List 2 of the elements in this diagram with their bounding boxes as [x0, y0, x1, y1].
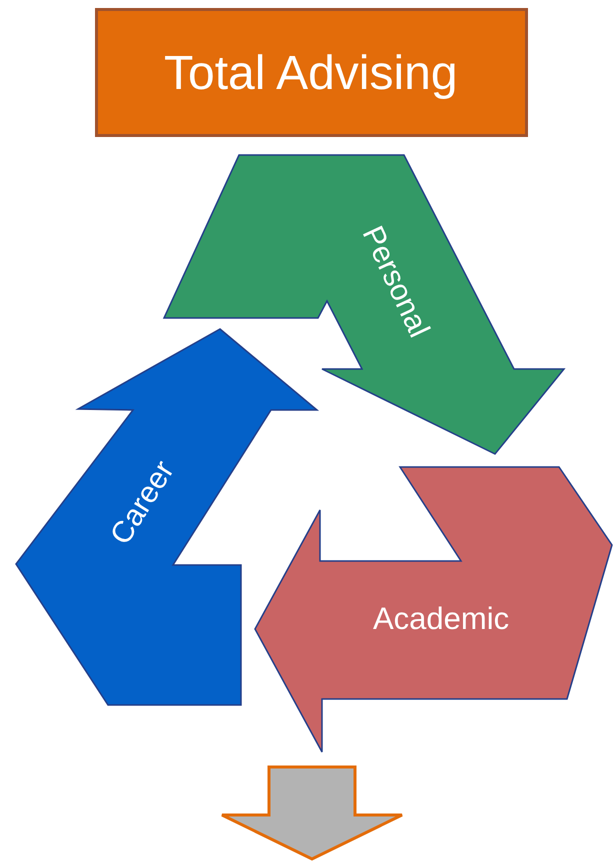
title-text: Total Advising	[164, 50, 458, 98]
arrow-label: Academic	[373, 602, 510, 634]
